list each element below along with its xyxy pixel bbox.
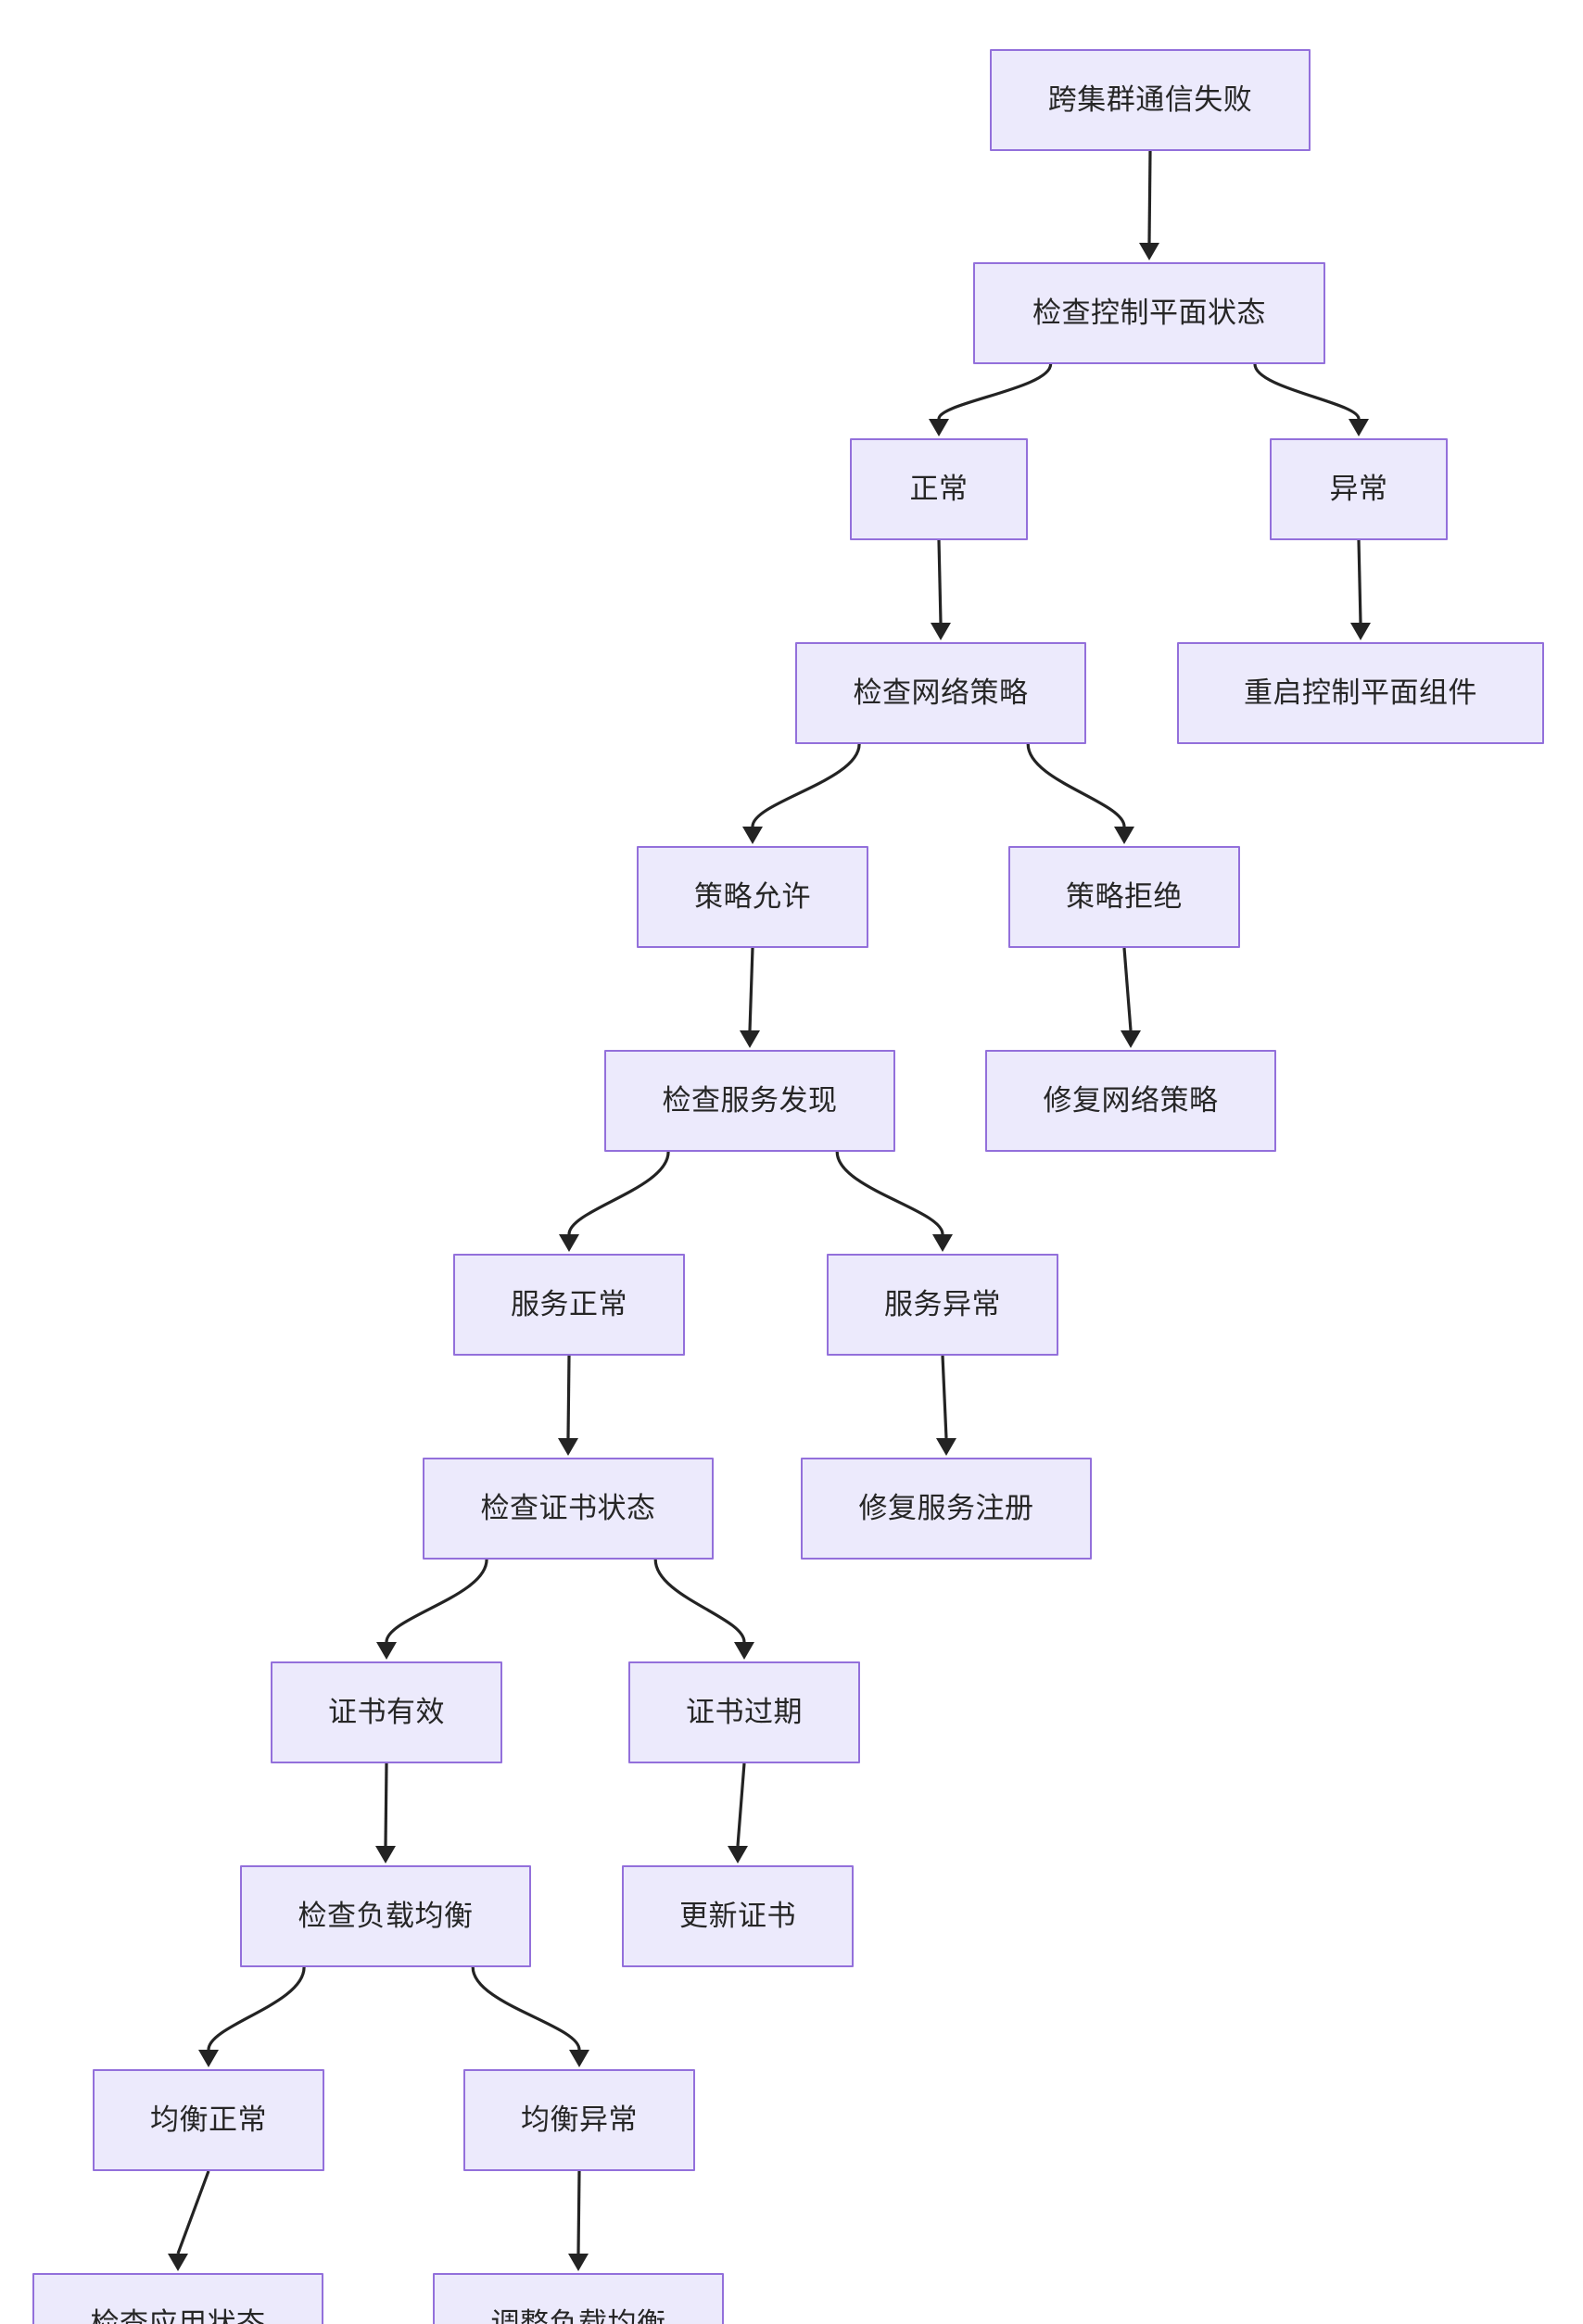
edge-arrowhead-n13-to-n15 bbox=[376, 1642, 397, 1660]
edge-arrowhead-n7-to-n9 bbox=[740, 1030, 760, 1048]
edge-arrowhead-n5-to-n8 bbox=[1114, 827, 1134, 844]
flow-node-label: 服务正常 bbox=[511, 1288, 627, 1321]
edge-n12-to-n14 bbox=[941, 1355, 948, 1439]
edge-n17-to-n19 bbox=[207, 1966, 306, 2051]
edge-arrowhead-n13-to-n16 bbox=[734, 1642, 754, 1660]
flow-node-n16[interactable]: 证书过期 bbox=[628, 1661, 860, 1763]
flow-node-label: 正常 bbox=[909, 473, 969, 506]
flow-node-label: 异常 bbox=[1329, 473, 1388, 506]
flow-node-label: 检查应用状态 bbox=[90, 2307, 266, 2324]
edge-n16-to-n18 bbox=[736, 1762, 746, 1847]
flow-node-label: 修复网络策略 bbox=[1043, 1084, 1219, 1118]
edge-arrowhead-n9-to-n11 bbox=[559, 1234, 579, 1252]
flow-node-n21[interactable]: 检查应用状态 bbox=[32, 2273, 323, 2324]
flow-node-label: 检查网络策略 bbox=[853, 676, 1029, 710]
flow-node-n1[interactable]: 跨集群通信失败 bbox=[990, 49, 1311, 151]
edge-n17-to-n20 bbox=[471, 1966, 581, 2051]
edge-arrowhead-n5-to-n7 bbox=[742, 827, 763, 844]
flow-node-label: 更新证书 bbox=[679, 1900, 796, 1933]
flow-node-n7[interactable]: 策略允许 bbox=[637, 846, 868, 948]
flow-node-n20[interactable]: 均衡异常 bbox=[463, 2069, 695, 2171]
flow-node-label: 调整负载均衡 bbox=[490, 2307, 666, 2324]
flow-node-label: 跨集群通信失败 bbox=[1047, 83, 1253, 117]
edge-n5-to-n7 bbox=[751, 743, 861, 827]
flow-node-n4[interactable]: 异常 bbox=[1270, 438, 1448, 540]
edge-n1-to-n2 bbox=[1147, 150, 1152, 244]
flow-node-n2[interactable]: 检查控制平面状态 bbox=[973, 262, 1325, 364]
edge-arrowhead-n19-to-n21 bbox=[168, 2254, 188, 2271]
flow-node-label: 均衡异常 bbox=[521, 2103, 638, 2137]
edge-n20-to-n22 bbox=[576, 2170, 581, 2255]
flow-node-n17[interactable]: 检查负载均衡 bbox=[240, 1865, 531, 1967]
flow-node-n22[interactable]: 调整负载均衡 bbox=[433, 2273, 724, 2324]
edge-arrowhead-n2-to-n3 bbox=[929, 419, 949, 436]
edge-n9-to-n12 bbox=[835, 1151, 944, 1235]
flow-node-label: 证书过期 bbox=[686, 1696, 803, 1729]
flow-node-label: 检查服务发现 bbox=[662, 1084, 838, 1118]
flow-node-label: 服务异常 bbox=[884, 1288, 1001, 1321]
edge-arrowhead-n20-to-n22 bbox=[568, 2254, 589, 2271]
flow-node-label: 检查负载均衡 bbox=[298, 1900, 474, 1933]
flow-node-n9[interactable]: 检查服务发现 bbox=[604, 1050, 895, 1152]
edge-n7-to-n9 bbox=[748, 947, 754, 1031]
edge-n9-to-n11 bbox=[567, 1151, 670, 1235]
flow-node-n12[interactable]: 服务异常 bbox=[827, 1254, 1058, 1356]
flow-node-n6[interactable]: 重启控制平面组件 bbox=[1177, 642, 1544, 744]
flow-node-label: 重启控制平面组件 bbox=[1244, 676, 1477, 710]
flow-node-label: 策略允许 bbox=[694, 880, 811, 914]
edge-arrowhead-n12-to-n14 bbox=[936, 1438, 956, 1456]
flow-node-n15[interactable]: 证书有效 bbox=[271, 1661, 502, 1763]
flow-node-n19[interactable]: 均衡正常 bbox=[93, 2069, 324, 2171]
flow-node-n11[interactable]: 服务正常 bbox=[453, 1254, 685, 1356]
flow-node-label: 修复服务注册 bbox=[858, 1492, 1034, 1525]
edge-n2-to-n4 bbox=[1253, 363, 1361, 420]
edge-arrowhead-n3-to-n5 bbox=[931, 623, 951, 640]
edge-arrowhead-n16-to-n18 bbox=[728, 1846, 748, 1863]
edge-arrowhead-n9-to-n12 bbox=[932, 1234, 953, 1252]
edge-n5-to-n8 bbox=[1026, 743, 1126, 827]
edge-arrowhead-n17-to-n19 bbox=[198, 2050, 219, 2067]
edge-n4-to-n6 bbox=[1357, 539, 1362, 624]
edge-arrowhead-n17-to-n20 bbox=[569, 2050, 589, 2067]
flow-node-n8[interactable]: 策略拒绝 bbox=[1008, 846, 1240, 948]
edge-arrowhead-n8-to-n10 bbox=[1121, 1030, 1141, 1048]
flow-node-n14[interactable]: 修复服务注册 bbox=[801, 1458, 1092, 1560]
flow-node-label: 均衡正常 bbox=[150, 2103, 267, 2137]
edge-n3-to-n5 bbox=[937, 539, 943, 624]
edge-n13-to-n16 bbox=[653, 1559, 746, 1643]
flow-node-n13[interactable]: 检查证书状态 bbox=[423, 1458, 714, 1560]
edge-arrowhead-n11-to-n13 bbox=[558, 1438, 578, 1456]
edge-n2-to-n3 bbox=[937, 363, 1053, 420]
edge-arrowhead-n15-to-n17 bbox=[375, 1846, 396, 1863]
flow-node-label: 策略拒绝 bbox=[1066, 880, 1183, 914]
edge-n13-to-n15 bbox=[385, 1559, 488, 1643]
flow-node-n18[interactable]: 更新证书 bbox=[622, 1865, 854, 1967]
flow-node-n3[interactable]: 正常 bbox=[850, 438, 1028, 540]
flow-node-label: 证书有效 bbox=[328, 1696, 445, 1729]
edge-n8-to-n10 bbox=[1122, 947, 1133, 1031]
flow-node-n10[interactable]: 修复网络策略 bbox=[985, 1050, 1276, 1152]
edge-arrowhead-n2-to-n4 bbox=[1349, 419, 1369, 436]
edge-n11-to-n13 bbox=[566, 1355, 571, 1439]
edge-n19-to-n21 bbox=[176, 2170, 210, 2255]
flow-node-label: 检查证书状态 bbox=[480, 1492, 656, 1525]
edge-arrowhead-n1-to-n2 bbox=[1139, 243, 1159, 260]
flow-node-label: 检查控制平面状态 bbox=[1032, 297, 1266, 330]
edge-arrowhead-n4-to-n6 bbox=[1350, 623, 1371, 640]
flow-node-n5[interactable]: 检查网络策略 bbox=[795, 642, 1086, 744]
